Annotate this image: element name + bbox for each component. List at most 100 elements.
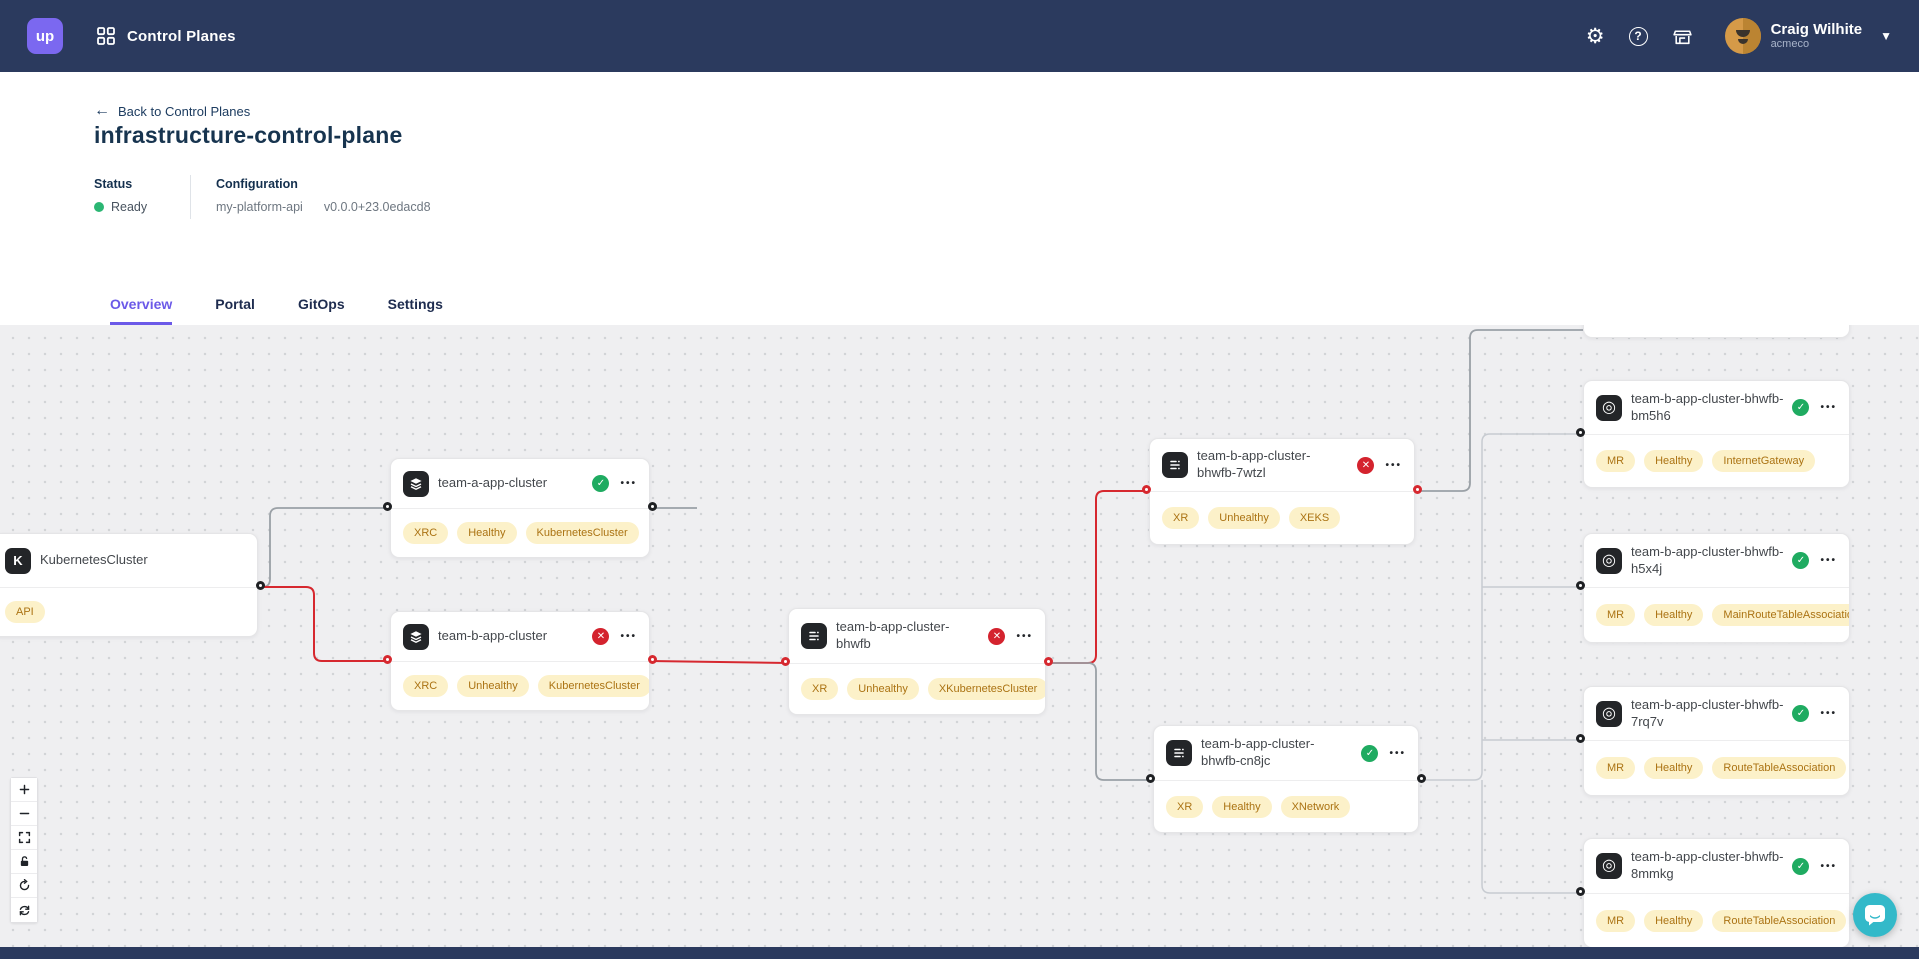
- node-kind-mr-icon: ◎: [1596, 394, 1622, 421]
- zoom-out-button[interactable]: [11, 802, 37, 826]
- node-menu-button[interactable]: •••: [1820, 555, 1837, 566]
- node-label: team-b-app-cluster-bhwfb-cn8jc: [1201, 736, 1315, 768]
- node-kind-k8s-icon: K: [5, 547, 31, 574]
- user-menu[interactable]: Craig Wilhite acmeco ▼: [1724, 18, 1892, 54]
- node-kind-layers-icon: [403, 470, 429, 497]
- node-port: [648, 655, 657, 664]
- configuration-value: my-platform-api v0.0.0+23.0edacd8: [216, 200, 431, 214]
- node-badge: Healthy: [1644, 450, 1704, 472]
- node-menu-button[interactable]: •••: [620, 631, 637, 642]
- node-badge: Healthy: [1212, 795, 1272, 818]
- node-badge: XRC: [403, 522, 449, 544]
- top-navbar: up Control Planes ⚙ ?: [0, 0, 1919, 72]
- node-kind-list-icon: [801, 623, 827, 649]
- node-kind-list-icon: [1166, 740, 1192, 766]
- node-badge: XR: [1162, 507, 1200, 529]
- node-badge: Healthy: [1644, 757, 1704, 779]
- rotate-button[interactable]: [11, 874, 37, 898]
- node-menu-button[interactable]: •••: [620, 478, 637, 489]
- tab-overview[interactable]: Overview: [110, 296, 173, 325]
- lock-button[interactable]: [11, 850, 37, 874]
- node-menu-button[interactable]: •••: [1389, 747, 1406, 759]
- node-kind-mr-icon: ◎: [1596, 547, 1622, 574]
- chat-icon: [1865, 905, 1885, 926]
- zoom-in-icon: [18, 783, 31, 796]
- node-badge: XR: [1166, 795, 1204, 818]
- marketplace-icon[interactable]: [1672, 26, 1693, 47]
- node-status-unhealthy-icon: ✕: [988, 627, 1006, 645]
- tab-gitops[interactable]: GitOps: [297, 296, 345, 312]
- node-menu-button[interactable]: •••: [1016, 630, 1033, 642]
- chat-launcher-button[interactable]: [1853, 893, 1897, 937]
- node-label: team-b-app-cluster-bhwfb: [836, 619, 950, 651]
- node-port: [1146, 774, 1155, 783]
- bottom-bar: [0, 947, 1919, 959]
- refresh-icon: [18, 904, 31, 917]
- settings-icon[interactable]: ⚙: [1585, 24, 1605, 48]
- node-badge: RouteTableAssociation: [1712, 909, 1847, 932]
- node-label: team-a-app-cluster: [438, 475, 548, 491]
- node-badge: XR: [801, 678, 839, 700]
- node-label: team-b-app-cluster-bhwfb-8mmkg: [1631, 849, 1784, 881]
- chevron-down-icon[interactable]: ▼: [1880, 29, 1892, 43]
- node-port: [1417, 774, 1426, 783]
- node-status-healthy-icon: ✓: [1792, 857, 1810, 875]
- graph-node-partial[interactable]: [1583, 325, 1850, 338]
- configuration-name: my-platform-api: [216, 200, 303, 214]
- page-title: infrastructure-control-plane: [94, 122, 403, 148]
- node-port: [383, 502, 392, 511]
- node-menu-button[interactable]: •••: [1820, 860, 1837, 872]
- node-badge: XNetwork: [1280, 795, 1351, 818]
- fit-view-button[interactable]: [11, 826, 37, 850]
- node-badge: KubernetesCluster: [525, 522, 639, 544]
- tab-settings[interactable]: Settings: [387, 296, 443, 312]
- node-label: KubernetesCluster: [40, 552, 148, 568]
- node-kind-list-icon: [1162, 452, 1188, 478]
- node-port: [1413, 485, 1422, 494]
- apps-grid-icon[interactable]: [97, 27, 115, 45]
- node-label: team-b-app-cluster-bhwfb-bm5h6: [1631, 390, 1784, 423]
- back-arrow-icon: ←: [94, 102, 110, 119]
- refresh-button[interactable]: [11, 898, 37, 922]
- graph-edge: [1419, 433, 1583, 781]
- node-status-unhealthy-icon: ✕: [592, 628, 610, 645]
- zoom-in-button[interactable]: [11, 778, 37, 802]
- avatar[interactable]: [1724, 18, 1761, 54]
- app-title: Control Planes: [127, 27, 236, 45]
- node-badge: MR: [1596, 450, 1636, 472]
- node-port: [1576, 581, 1585, 590]
- node-port: [648, 502, 657, 511]
- help-icon[interactable]: ?: [1628, 26, 1648, 46]
- fit-view-icon: [18, 831, 31, 844]
- node-label: team-b-app-cluster-bhwfb-7rq7v: [1631, 696, 1784, 729]
- node-menu-button[interactable]: •••: [1820, 402, 1837, 413]
- back-link[interactable]: ← Back to Control Planes: [94, 102, 251, 119]
- graph-edge: [258, 586, 390, 662]
- node-badge: Unhealthy: [847, 678, 919, 700]
- node-menu-button[interactable]: •••: [1820, 708, 1837, 719]
- node-menu-button[interactable]: •••: [1385, 459, 1402, 471]
- node-port: [383, 655, 392, 664]
- tab-portal[interactable]: Portal: [215, 296, 255, 312]
- graph-edges: [258, 329, 1583, 894]
- upbound-logo[interactable]: up: [27, 18, 63, 54]
- node-port: [1142, 485, 1151, 494]
- node-badge: Healthy: [1644, 604, 1704, 626]
- node-port: [1576, 428, 1585, 437]
